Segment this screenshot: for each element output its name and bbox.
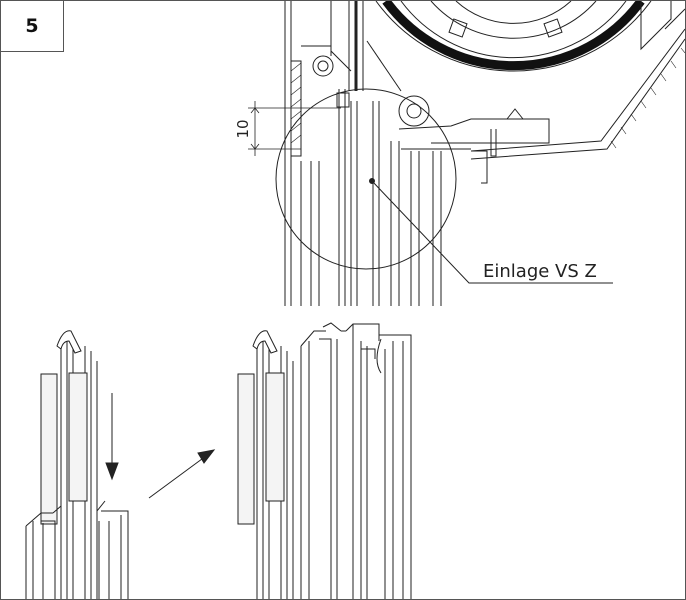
insertion-assembly — [25, 330, 129, 599]
down-arrow-icon — [105, 393, 119, 481]
transition-arrow-icon — [148, 449, 216, 499]
guide-profile — [300, 322, 412, 599]
part-label: Einlage VS Z — [483, 261, 597, 282]
insert-pad-outer — [40, 373, 58, 525]
detail-circle — [275, 88, 457, 270]
top-detail-view — [248, 1, 685, 306]
insert-pad-inner — [68, 372, 88, 502]
roller-drum — [375, 1, 652, 72]
left-wall — [284, 1, 334, 306]
receiving-profile — [25, 500, 129, 599]
pulley-mechanism — [398, 95, 550, 184]
insert-pad-assembled-inner — [265, 372, 285, 502]
step-number: 5 — [1, 1, 64, 52]
insert-pad-assembled-outer — [237, 373, 255, 525]
dimension-10 — [248, 101, 341, 156]
guide-rail — [300, 1, 442, 306]
assembled-profile — [237, 322, 412, 599]
leader-line — [369, 178, 613, 284]
housing-box — [470, 1, 685, 160]
dimension-label: 10 — [234, 119, 252, 138]
